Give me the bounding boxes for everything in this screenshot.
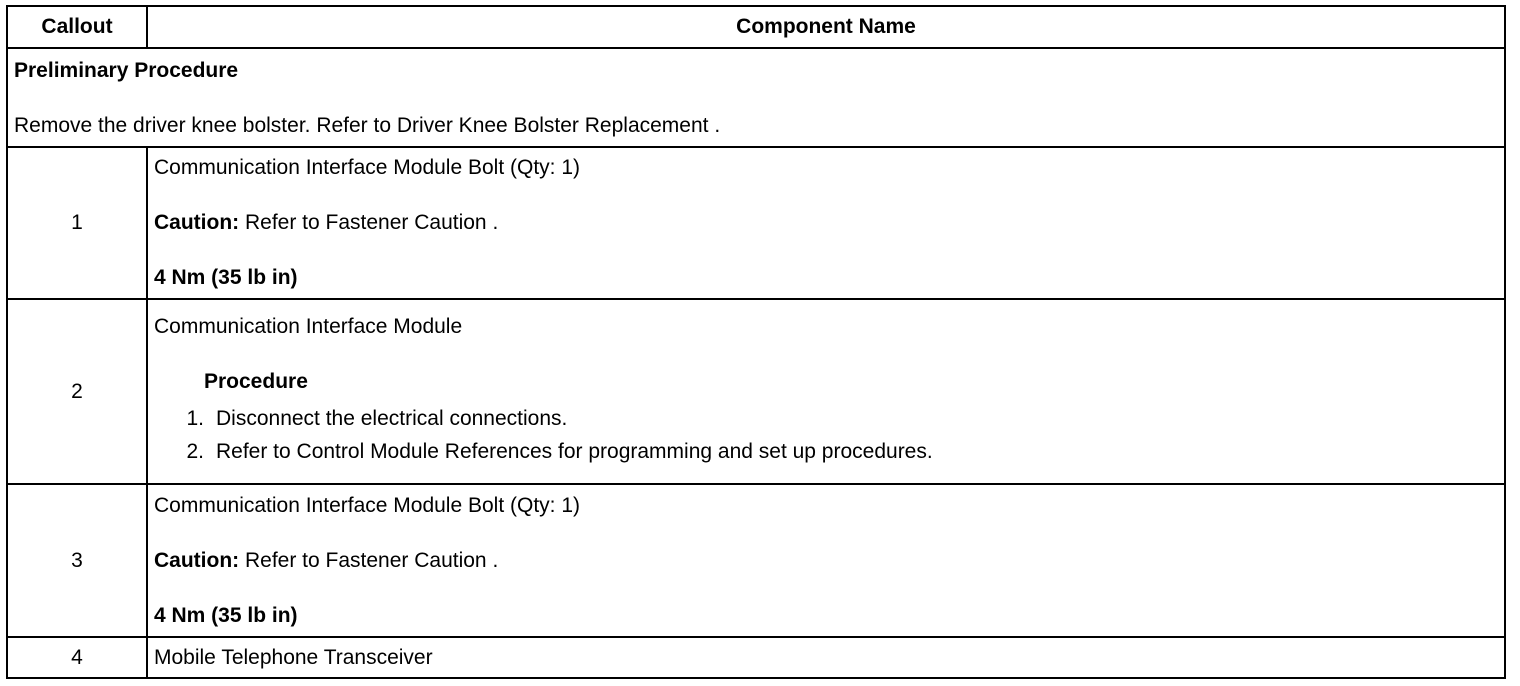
caution-line: Caution: Refer to Fastener Caution . [154, 211, 1504, 235]
procedure-step: 2. Refer to Control Module References fo… [154, 435, 1504, 468]
caution-text: Refer to Fastener Caution . [239, 211, 499, 234]
component-name: Communication Interface Module Bolt (Qty… [154, 493, 581, 517]
procedure-step: 1. Disconnect the electrical connections… [154, 402, 1504, 435]
caution-line: Caution: Refer to Fastener Caution . [154, 549, 1504, 573]
procedure-steps: 1. Disconnect the electrical connections… [154, 402, 1504, 468]
component-cell: Communication Interface Module Bolt (Qty… [146, 483, 1506, 638]
header-component-name: Component Name [146, 5, 1506, 49]
component-cell: Communication Interface Module Bolt (Qty… [146, 146, 1506, 300]
preliminary-title: Preliminary Procedure [14, 59, 239, 82]
step-number: 2. [186, 440, 204, 463]
component-table: Callout Component Name Preliminary Proce… [6, 5, 1506, 679]
step-text: Refer to Control Module References for p… [216, 440, 933, 463]
component-name: Mobile Telephone Transceiver [146, 636, 1506, 679]
component-name: Communication Interface Module Bolt (Qty… [154, 156, 581, 179]
table-row: 4 Mobile Telephone Transceiver [6, 636, 1506, 679]
preliminary-cell: Preliminary Procedure Remove the driver … [6, 47, 1506, 148]
caution-label: Caution: [154, 548, 240, 572]
callout-number: 1 [6, 146, 148, 300]
component-name: Communication Interface Module [154, 315, 463, 338]
torque-spec: 4 Nm (35 lb in) [154, 266, 298, 289]
callout-number: 3 [6, 483, 148, 638]
torque-spec: 4 Nm (35 lb in) [154, 603, 298, 627]
step-text: Disconnect the electrical connections. [216, 407, 568, 430]
procedure-heading: Procedure [204, 370, 308, 393]
caution-label: Caution: [154, 211, 240, 234]
preliminary-row: Preliminary Procedure Remove the driver … [6, 47, 1506, 148]
table-row: 2 Communication Interface Module Procedu… [6, 298, 1506, 485]
table-row: 3 Communication Interface Module Bolt (Q… [6, 483, 1506, 638]
header-callout: Callout [6, 5, 148, 49]
header-row: Callout Component Name [6, 5, 1506, 49]
caution-text: Refer to Fastener Caution . [239, 548, 499, 572]
callout-number: 2 [6, 298, 148, 485]
component-cell: Communication Interface Module Procedure… [146, 298, 1506, 485]
preliminary-text: Remove the driver knee bolster. Refer to… [14, 114, 721, 137]
step-number: 1. [186, 407, 204, 430]
callout-number: 4 [6, 636, 148, 679]
table-row: 1 Communication Interface Module Bolt (Q… [6, 146, 1506, 300]
